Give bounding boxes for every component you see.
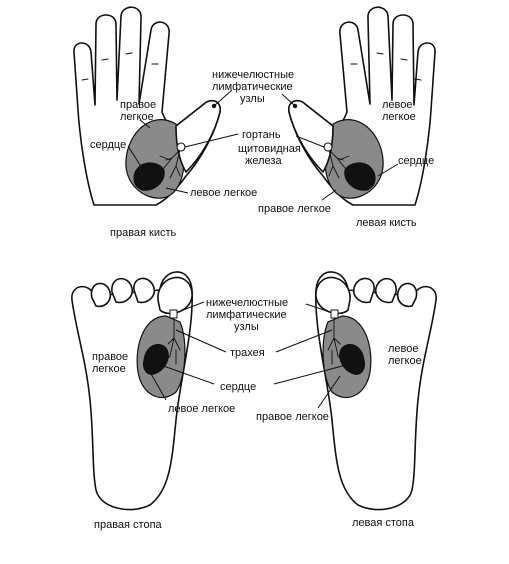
right-foot-caption: правая стопа [94, 519, 163, 531]
left-hand-knuckle-marks [291, 52, 422, 107]
left-foot-heart-zone [339, 344, 365, 375]
left-foot-right-lung-label: правое легкое [256, 411, 329, 423]
right-foot-right-lung-label-2: легкое [92, 363, 126, 375]
left-foot-bronchi [327, 319, 345, 365]
right-hand-knuckle-marks [81, 52, 218, 107]
hands-lymph-label-2: лимфатические [212, 81, 293, 93]
feet-lymph-label-2: лимфатические [206, 309, 287, 321]
leader-lines [127, 89, 399, 409]
right-foot-heart-zone [143, 344, 169, 375]
right-hand-left-lung-label: левое легкое [190, 187, 257, 199]
left-hand-heart-label: сердце [398, 155, 434, 167]
left-foot-left-lung-label-2: легкое [388, 355, 422, 367]
right-foot-toe-3 [111, 277, 134, 304]
right-hand-bronchi [159, 149, 181, 179]
left-foot-caption: левая стопа [352, 517, 415, 529]
left-hand-bronchi [328, 149, 350, 179]
feet-heart-label: сердце [220, 381, 256, 393]
right-hand-heart-zone [133, 162, 165, 191]
right-hand-caption: правая кисть [110, 227, 177, 239]
left-foot-toe-3 [374, 277, 397, 304]
hands-thyroid-label-1: щитовидная [238, 143, 301, 155]
hand-labels: нижечелюстные лимфатические узлы гортань… [90, 69, 434, 239]
hands-larynx-label: гортань [242, 129, 281, 141]
left-hand-right-lung-label: правое легкое [258, 203, 331, 215]
left-foot-toe-4 [352, 277, 375, 304]
right-foot-toe-4 [133, 277, 156, 304]
right-foot-bronchi [163, 319, 181, 365]
left-hand-heart-zone [344, 162, 376, 191]
hands-lymph-label-3: узлы [240, 93, 265, 105]
right-foot-big-toe [157, 276, 193, 315]
left-foot-left-lung-label-1: левое [388, 343, 419, 355]
left-foot-lymph-marker [330, 309, 339, 319]
right-foot-left-lung-label: левое легкое [168, 403, 235, 415]
feet-lymph-label-1: нижечелюстные [206, 297, 288, 309]
left-foot-big-toe [315, 276, 351, 315]
left-hand-left-lung-label-1: левое [382, 99, 413, 111]
feet-trachea-label: трахея [230, 347, 265, 359]
hands-lymph-label-1: нижечелюстные [212, 69, 294, 81]
right-foot-right-lung-label-1: правое [92, 351, 128, 363]
right-hand-right-lung-label-2: легкое [120, 111, 154, 123]
foot-labels: нижечелюстные лимфатические узлы трахея … [92, 297, 422, 531]
left-hand [288, 6, 436, 206]
left-hand-caption: левая кисть [356, 217, 417, 229]
hands-thyroid-label-2: железа [245, 155, 282, 167]
left-hand-thyroid-marker [323, 142, 333, 152]
right-hand-thyroid-marker [176, 142, 186, 152]
right-foot-lymph-marker [169, 309, 178, 319]
right-hand-right-lung-label-1: правое [120, 99, 156, 111]
right-hand [73, 6, 221, 206]
right-hand-heart-label: сердце [90, 139, 126, 151]
right-foot-toe-2 [90, 282, 112, 308]
feet-lymph-label-3: узлы [234, 321, 259, 333]
left-foot-toe-2 [396, 282, 418, 308]
right-foot [71, 271, 193, 511]
left-hand-left-lung-label-2: легкое [382, 111, 416, 123]
left-foot [315, 271, 437, 511]
